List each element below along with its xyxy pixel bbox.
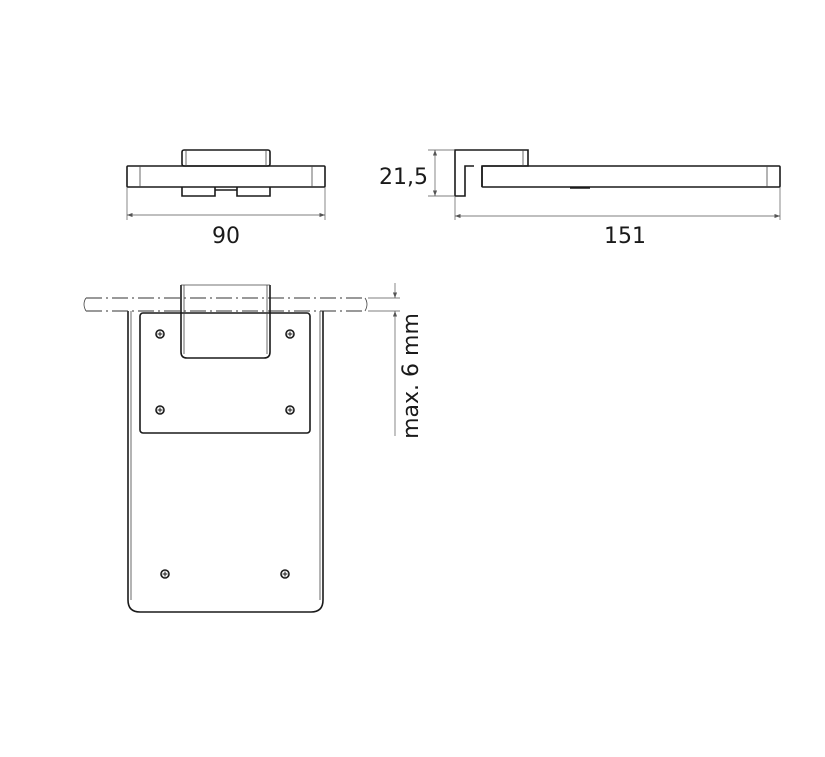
screw-icon — [285, 329, 295, 339]
side-view: 21,5 151 — [379, 149, 781, 249]
screw-icon — [155, 405, 165, 415]
plan-mounting-plate — [139, 312, 311, 434]
plan-view: max. 6 mm — [83, 283, 424, 613]
screw-icons — [155, 329, 295, 579]
screw-icon — [155, 329, 165, 339]
screw-icon — [280, 569, 290, 579]
plan-outer-plate — [127, 311, 324, 613]
screw-icon — [285, 405, 295, 415]
plan-clip — [180, 285, 271, 359]
length-label: 151 — [604, 224, 646, 249]
front-top-block — [181, 149, 271, 167]
front-tab-left — [181, 187, 216, 197]
front-tab-right — [236, 187, 271, 197]
front-view: 90 — [126, 149, 326, 249]
height-label: 21,5 — [379, 165, 428, 190]
shelf-outline — [86, 297, 365, 312]
side-bracket — [454, 149, 529, 197]
side-plate — [481, 165, 781, 188]
gap-label: max. 6 mm — [399, 313, 424, 439]
width-label: 90 — [212, 224, 240, 249]
screw-icon — [160, 569, 170, 579]
front-base-plate — [126, 165, 326, 188]
